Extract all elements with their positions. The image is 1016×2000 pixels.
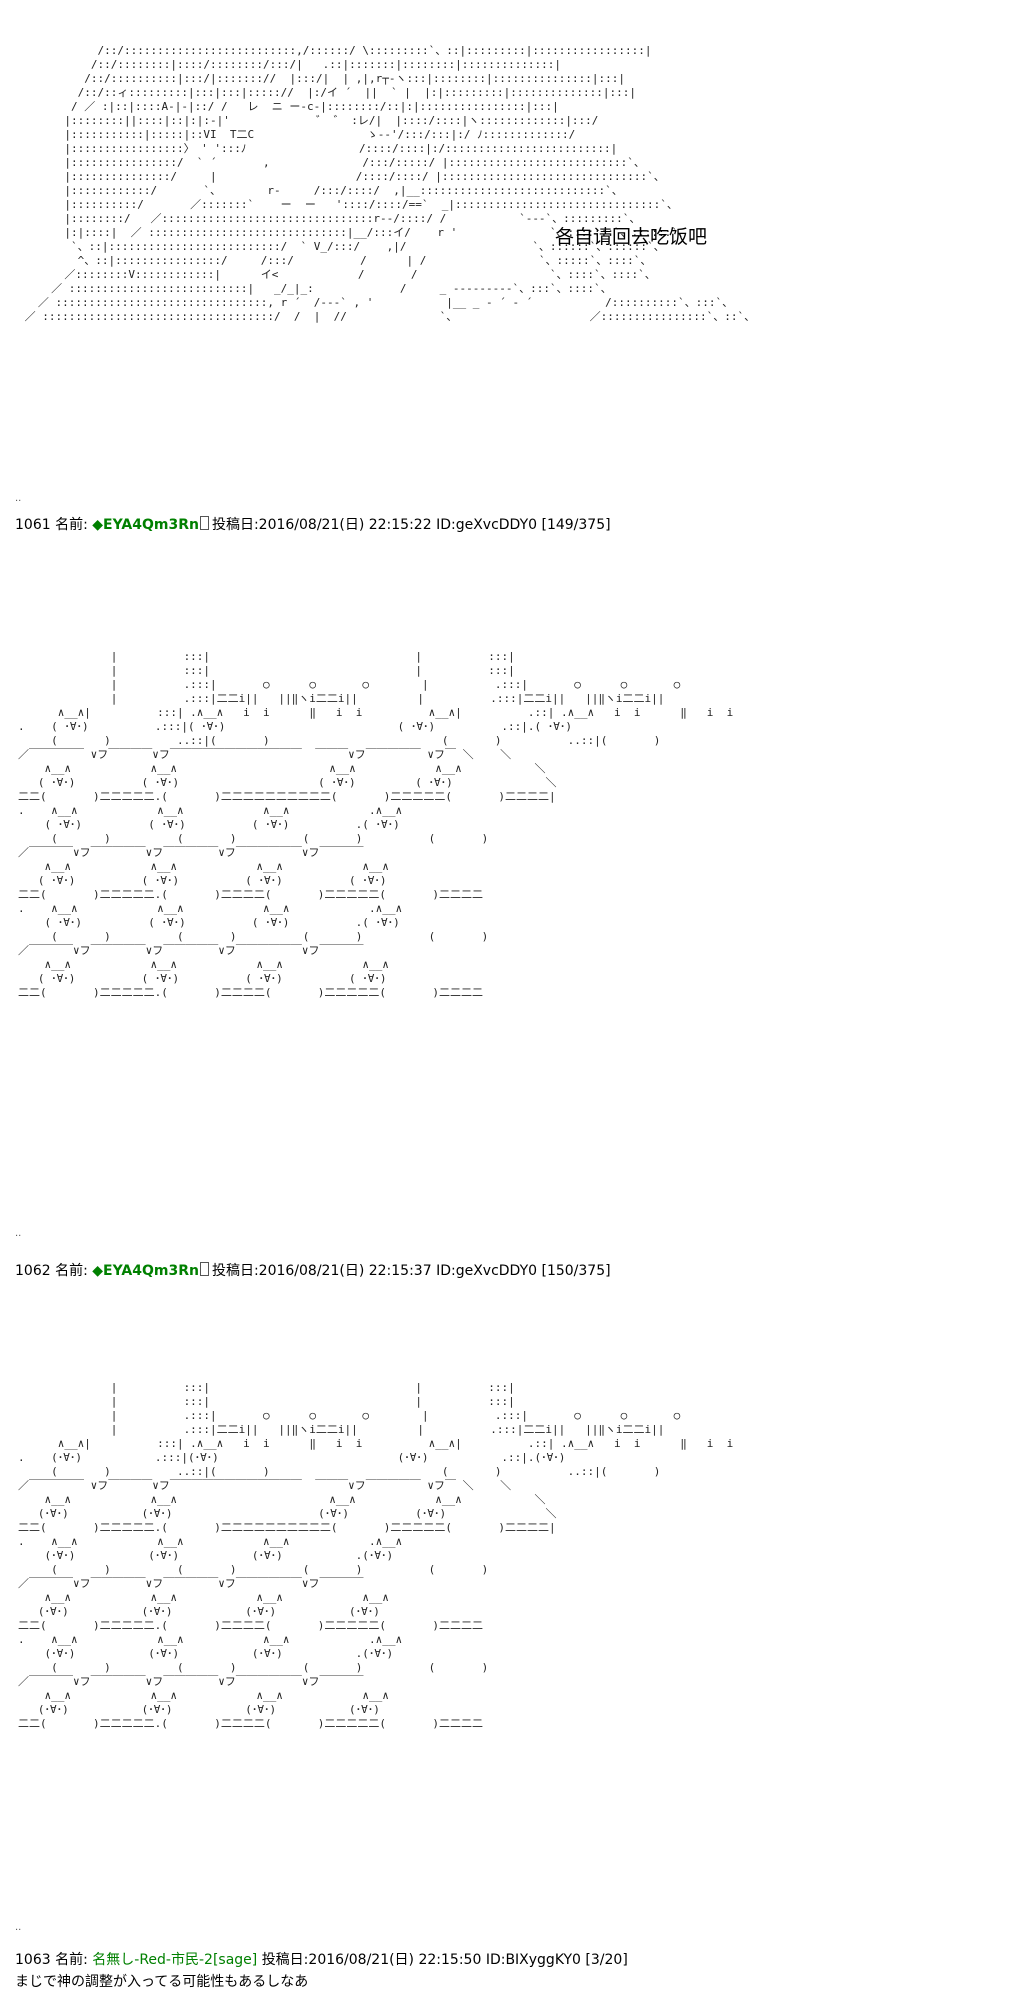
post-header-1062: 1062 名前: ◆EYA4Qm3Rn 投稿日:2016/08/21(日) 22:…: [15, 1262, 611, 1280]
post-date: 2016/08/21(日) 22:15:50: [308, 1952, 482, 1968]
date-label: 投稿日:: [261, 1952, 309, 1968]
poster-trip[interactable]: ◆EYA4Qm3Rn: [92, 517, 199, 533]
post-date: 2016/08/21(日) 22:15:22: [258, 517, 432, 533]
post-body-1063: まじで神の調整が入ってる可能性もあるしなあ: [15, 1974, 309, 1990]
post-id[interactable]: ID:geXvcDDY0: [436, 1263, 538, 1279]
date-label: 投稿日:: [211, 517, 259, 533]
unknown-glyph-icon: [199, 516, 209, 530]
sage-tag: [sage]: [212, 1952, 258, 1968]
post-header-1063: 1063 名前: 名無し-Red-市民-2[sage] 投稿日:2016/08/…: [15, 1951, 628, 1969]
post-date: 2016/08/21(日) 22:15:37: [258, 1263, 432, 1279]
name-label: 名前:: [55, 1952, 88, 1968]
post-id[interactable]: ID:geXvcDDY0: [436, 517, 538, 533]
post-count: [150/375]: [541, 1263, 611, 1279]
post-separator: ..: [15, 1922, 22, 1933]
name-label: 名前:: [55, 1263, 88, 1279]
post-count: [3/20]: [585, 1952, 628, 1968]
name-label: 名前:: [55, 517, 88, 533]
poster-name[interactable]: 名無し-Red-市民-2: [92, 1952, 213, 1968]
post-separator: ..: [15, 493, 22, 504]
post-number: 1062: [15, 1263, 51, 1279]
ascii-art-character: /::/::::::::::::::::::::::::::,/::::::/ …: [24, 44, 756, 323]
post-separator: ..: [15, 1228, 22, 1239]
date-label: 投稿日:: [211, 1263, 259, 1279]
post-id[interactable]: ID:BIXyggKY0: [485, 1952, 581, 1968]
unknown-glyph-icon: [199, 1262, 209, 1276]
poster-trip[interactable]: ◆EYA4Qm3Rn: [92, 1263, 199, 1279]
post-count: [149/375]: [541, 517, 611, 533]
ascii-art-cat-crowd-2: | :::| | :::| | :::| | :::| | .:::| ○ ○ …: [18, 1381, 734, 1730]
post-number: 1061: [15, 517, 51, 533]
ascii-art-cat-crowd-1: | :::| | :::| | :::| | :::| | .:::| ○ ○ …: [18, 650, 734, 999]
post-header-1061: 1061 名前: ◆EYA4Qm3Rn 投稿日:2016/08/21(日) 22:…: [15, 516, 611, 534]
caption-text: 各自请回去吃饭吧: [555, 226, 708, 248]
post-number: 1063: [15, 1952, 51, 1968]
